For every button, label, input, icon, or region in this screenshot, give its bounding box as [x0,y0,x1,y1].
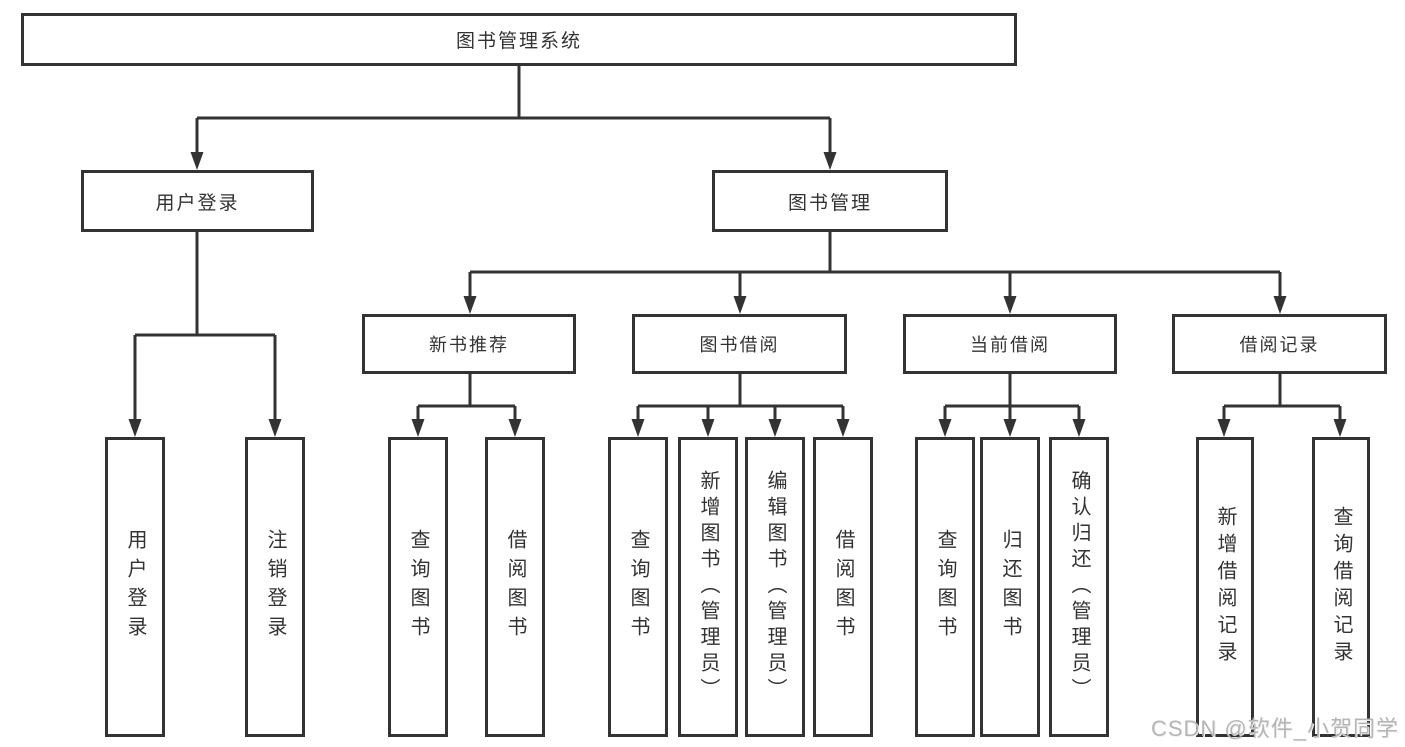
node-label: 查询图书 [934,529,956,645]
node-borrow-records: 借阅记录 [1172,314,1387,374]
node-label: 编辑图书（管理员） [764,470,786,704]
node-query-borrow-record: 查询借阅记录 [1312,437,1370,737]
node-label: 查询图书 [627,529,649,645]
node-edit-books-admin: 编辑图书（管理员） [745,437,805,737]
node-label: 借阅图书 [504,529,526,645]
node-user-login-module: 用户登录 [81,170,314,232]
node-label: 注销登录 [264,529,286,645]
csdn-watermark: CSDN @软件_小贺同学 [1150,716,1399,741]
node-user-login-action: 用户登录 [105,437,165,737]
node-add-borrow-record: 新增借阅记录 [1196,437,1254,737]
node-logout-action: 注销登录 [245,437,305,737]
node-return-books: 归还图书 [980,437,1040,737]
node-borrow-query-books: 查询图书 [608,437,668,737]
node-new-book-recommend: 新书推荐 [362,314,576,374]
node-label: 用户登录 [124,529,146,645]
node-label: 新增借阅记录 [1214,506,1236,668]
node-borrow-books-action: 借阅图书 [813,437,873,737]
node-confirm-return-admin: 确认归还（管理员） [1049,437,1109,737]
node-current-query-books: 查询图书 [915,437,975,737]
node-label: 新增图书（管理员） [697,470,719,704]
node-library-management-system: 图书管理系统 [21,13,1017,66]
node-label: 借阅图书 [832,529,854,645]
node-recommend-query-books: 查询图书 [388,437,448,737]
node-book-management-module: 图书管理 [712,170,948,232]
node-book-borrow: 图书借阅 [632,314,847,374]
node-label: 查询图书 [407,529,429,645]
node-label: 归还图书 [999,529,1021,645]
node-recommend-borrow-books: 借阅图书 [485,437,545,737]
node-label: 查询借阅记录 [1330,506,1352,668]
node-current-borrow: 当前借阅 [903,314,1117,374]
node-add-books-admin: 新增图书（管理员） [678,437,738,737]
connector-paths [133,65,1342,420]
node-label: 确认归还（管理员） [1068,470,1090,704]
arrowheads [128,152,1347,437]
